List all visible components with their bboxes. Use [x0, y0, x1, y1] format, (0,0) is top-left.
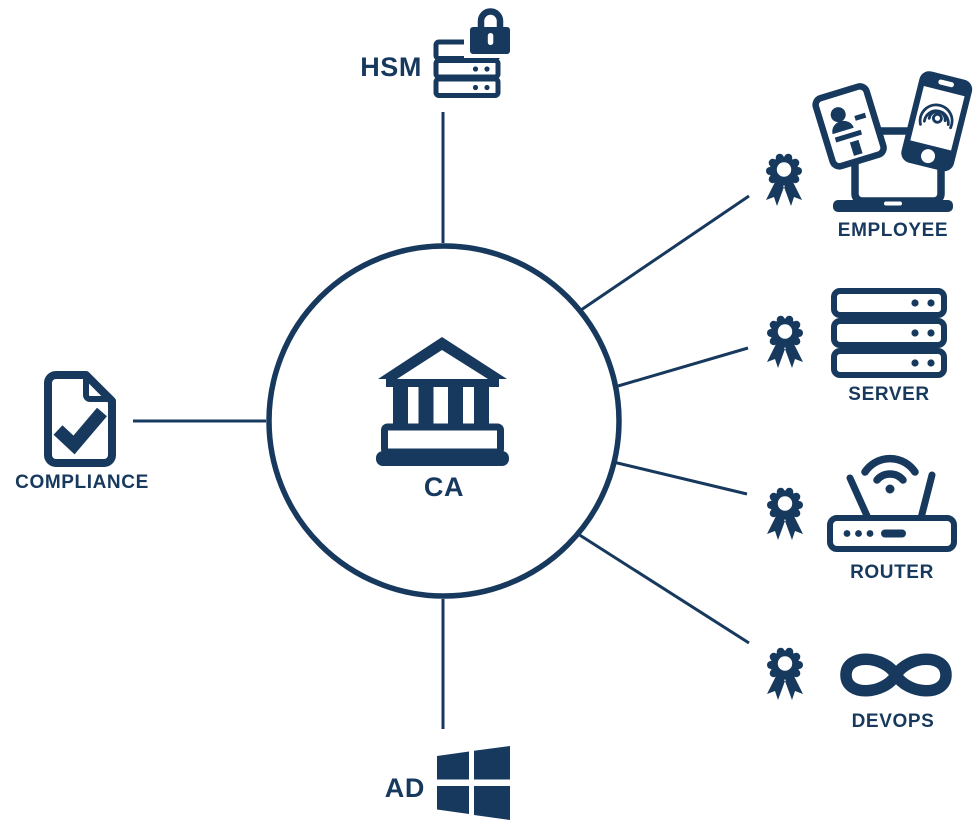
document-fold: [83, 377, 108, 402]
certificate-badge-icon: [766, 153, 802, 206]
devops-label: DEVOPS: [851, 711, 935, 732]
laptop-base: [833, 200, 953, 212]
antenna-left: [846, 474, 872, 522]
router-label: ROUTER: [850, 562, 934, 583]
certificate-badge-icon: [767, 315, 803, 368]
wifi-inner-arc: [873, 470, 907, 484]
ca-label: CA: [423, 472, 465, 502]
connector-ca-router: [608, 459, 748, 496]
bank-icon: [376, 337, 509, 466]
employee-label: EMPLOYEE: [837, 220, 949, 241]
wifi-router-icon: [827, 454, 957, 552]
wifi-dot: [885, 484, 895, 494]
ca-circle: [266, 243, 622, 599]
connector-ca-server: [617, 346, 749, 388]
server-label: SERVER: [848, 384, 930, 405]
certificate-badge-icon: [767, 487, 803, 540]
smartphone-fingerprint: [901, 71, 973, 172]
employee-devices-icon: [812, 71, 973, 212]
server-lock-icon: [433, 2, 514, 98]
ad-label: AD: [384, 773, 425, 803]
wifi-outer-arc: [861, 454, 919, 476]
server-rack-icon: [831, 288, 947, 378]
connector-ca-employee: [580, 194, 750, 312]
checkmark: [53, 407, 107, 455]
keyhole: [487, 33, 494, 45]
windows-icon: [437, 746, 510, 820]
infinity-icon: [840, 653, 952, 697]
compliance-label: COMPLIANCE: [15, 472, 149, 493]
fingerprint: [918, 103, 954, 130]
antenna-right: [917, 471, 936, 522]
lock-shackle: [477, 8, 504, 29]
id-card: [812, 83, 887, 170]
connector-ca-devops: [577, 532, 750, 645]
document-check-icon: [44, 371, 116, 467]
hsm-label: HSM: [360, 52, 422, 82]
certificate-badge-icon: [767, 647, 803, 700]
